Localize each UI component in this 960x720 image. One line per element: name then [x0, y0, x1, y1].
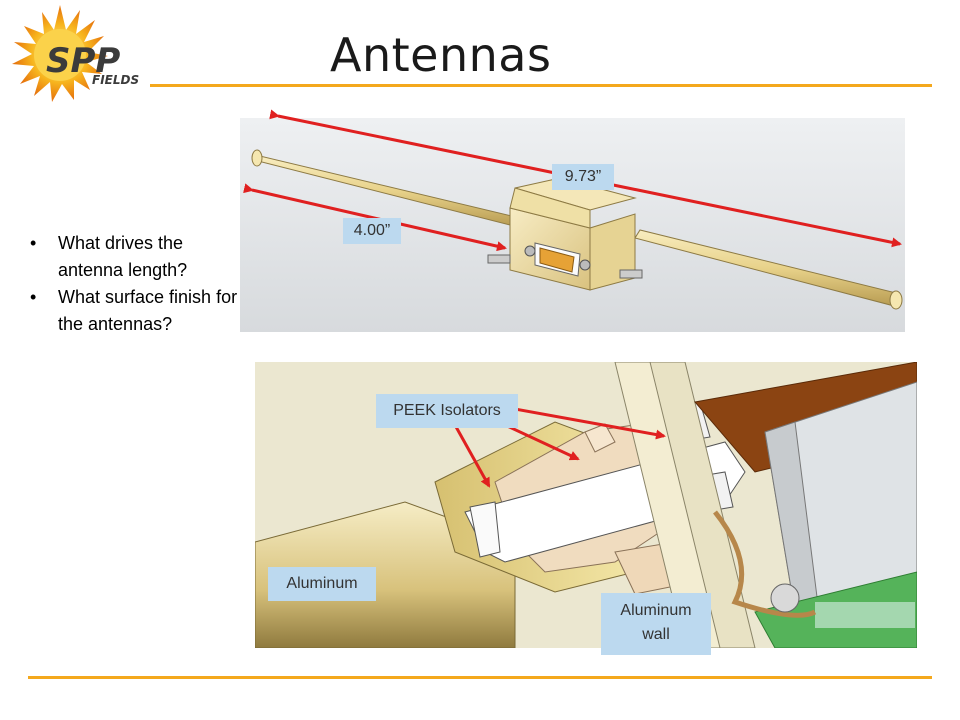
bottom-rule [28, 676, 932, 679]
slide-title: Antennas [330, 28, 552, 82]
aluminum-wall-callout: Aluminum wall [601, 593, 711, 655]
bullet-item: What surface finish for the antennas? [30, 284, 242, 338]
bullet-list: What drives the antenna length? What sur… [30, 230, 242, 338]
top-rule [150, 84, 932, 87]
sun-icon [12, 5, 108, 102]
dimension-callout-long: 9.73” [552, 164, 614, 190]
antenna-cad-image [240, 118, 905, 332]
aluminum-callout: Aluminum [268, 567, 376, 601]
peek-isolators-callout: PEEK Isolators [376, 394, 518, 428]
bullet-item: What drives the antenna length? [30, 230, 242, 284]
dimension-callout-short: 4.00” [343, 218, 401, 244]
spp-fields-logo: SPP FIELDS [12, 5, 139, 102]
cross-section-cad-image [255, 362, 917, 648]
logo-subtext: FIELDS [92, 73, 139, 87]
logo-text: SPP [46, 41, 120, 81]
